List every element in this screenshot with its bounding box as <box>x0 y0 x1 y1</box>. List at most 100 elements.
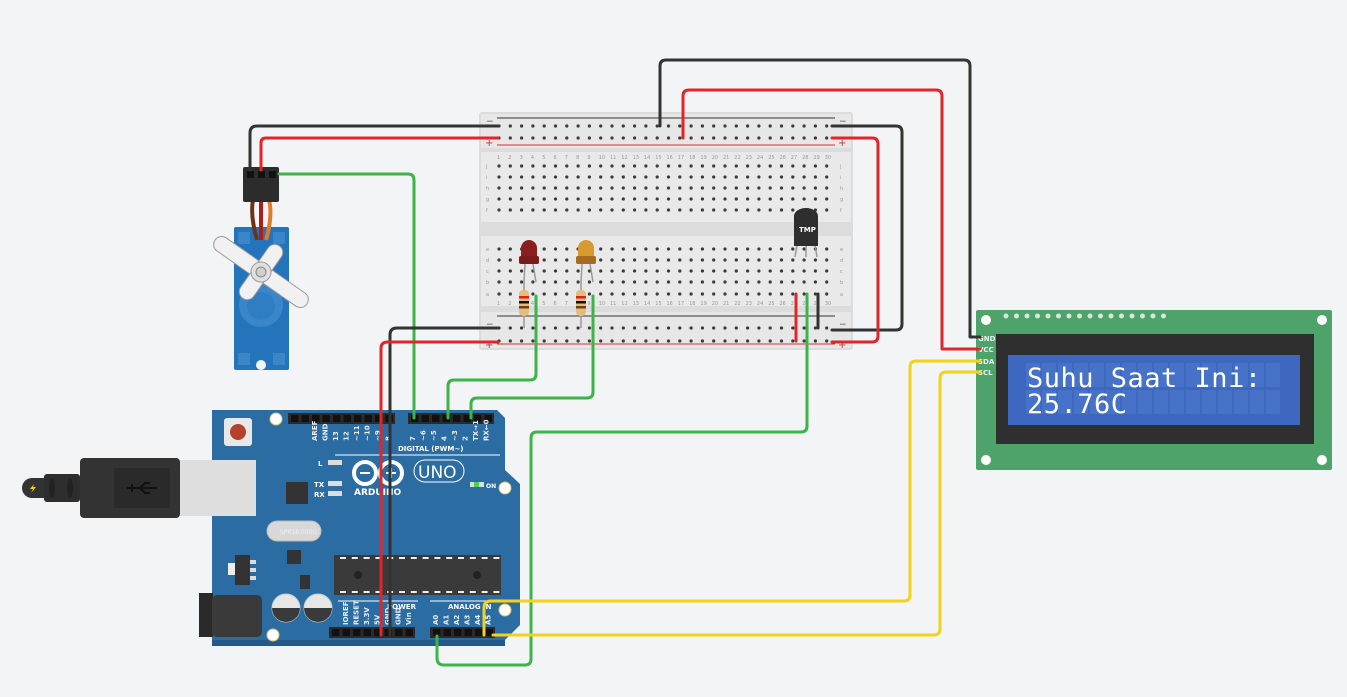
wire-servo-vcc[interactable] <box>259 136 500 172</box>
breadboard-hole[interactable] <box>621 175 625 179</box>
breadboard-hole[interactable] <box>633 258 637 262</box>
breadboard-hole[interactable] <box>553 258 558 262</box>
breadboard-hole[interactable] <box>599 164 603 168</box>
header-pin[interactable] <box>405 629 414 636</box>
breadboard-hole[interactable] <box>599 247 603 251</box>
lcd-pin-scl[interactable]: SCL <box>978 369 993 377</box>
rail-hole[interactable] <box>666 339 671 343</box>
breadboard-hole[interactable] <box>655 175 659 179</box>
breadboard-hole[interactable] <box>666 208 671 212</box>
breadboard-hole[interactable] <box>542 247 546 251</box>
rail-hole[interactable] <box>768 326 772 330</box>
rail-hole[interactable] <box>508 136 512 140</box>
breadboard-hole[interactable] <box>531 280 535 284</box>
breadboard-hole[interactable] <box>779 186 784 190</box>
breadboard-hole[interactable] <box>779 258 784 262</box>
header-pin[interactable] <box>484 415 493 422</box>
header-pin[interactable] <box>375 415 383 422</box>
wire-lcd-vcc[interactable] <box>681 88 982 351</box>
rail-hole[interactable] <box>508 124 512 128</box>
wire-red-led-signal[interactable] <box>446 294 538 420</box>
yellow-led[interactable] <box>576 240 596 283</box>
breadboard-hole[interactable] <box>700 197 705 201</box>
rail-hole[interactable] <box>531 326 535 330</box>
breadboard-hole[interactable] <box>734 258 738 262</box>
breadboard-hole[interactable] <box>542 208 546 212</box>
breadboard-hole[interactable] <box>791 292 795 296</box>
rail-hole[interactable] <box>779 326 784 330</box>
breadboard-hole[interactable] <box>757 247 761 251</box>
breadboard-hole[interactable] <box>779 247 784 251</box>
breadboard-hole[interactable] <box>666 247 671 251</box>
breadboard-hole[interactable] <box>610 292 614 296</box>
rail-hole[interactable] <box>621 326 625 330</box>
breadboard-hole[interactable] <box>542 175 546 179</box>
breadboard-hole[interactable] <box>791 175 795 179</box>
header-pin[interactable] <box>421 415 430 422</box>
wire-rail-bridge-vcc[interactable] <box>830 136 880 344</box>
breadboard-hole[interactable] <box>768 247 772 251</box>
rail-hole[interactable] <box>825 124 829 128</box>
breadboard-hole[interactable] <box>689 292 693 296</box>
header-pin[interactable] <box>364 415 373 422</box>
breadboard-hole[interactable] <box>644 292 648 296</box>
breadboard-hole[interactable] <box>791 258 795 262</box>
breadboard-hole[interactable] <box>531 292 535 296</box>
breadboard-hole[interactable] <box>553 186 558 190</box>
breadboard-hole[interactable] <box>565 186 569 190</box>
header-pin[interactable] <box>442 415 451 422</box>
rail-hole[interactable] <box>655 136 659 140</box>
rail-hole[interactable] <box>712 339 716 343</box>
rail-hole[interactable] <box>746 136 750 140</box>
breadboard-hole[interactable] <box>746 280 750 284</box>
breadboard-hole[interactable] <box>768 186 772 190</box>
breadboard-hole[interactable] <box>757 292 761 296</box>
rail-hole[interactable] <box>712 326 716 330</box>
rail-hole[interactable] <box>689 339 693 343</box>
rail-hole[interactable] <box>791 339 795 343</box>
breadboard-hole[interactable] <box>644 175 648 179</box>
breadboard-hole[interactable] <box>520 269 524 273</box>
rail-hole[interactable] <box>734 326 738 330</box>
breadboard-hole[interactable] <box>497 175 501 179</box>
breadboard-hole[interactable] <box>599 197 603 201</box>
breadboard-hole[interactable] <box>553 197 558 201</box>
rail-hole[interactable] <box>768 136 772 140</box>
breadboard-hole[interactable] <box>497 197 501 201</box>
breadboard-hole[interactable] <box>712 208 716 212</box>
breadboard-hole[interactable] <box>587 186 592 190</box>
breadboard-hole[interactable] <box>802 258 806 262</box>
breadboard-hole[interactable] <box>746 247 750 251</box>
rail-hole[interactable] <box>542 326 546 330</box>
rail-hole[interactable] <box>610 124 614 128</box>
breadboard-hole[interactable] <box>610 280 614 284</box>
breadboard-hole[interactable] <box>689 208 693 212</box>
breadboard-hole[interactable] <box>791 186 795 190</box>
breadboard-hole[interactable] <box>531 164 535 168</box>
breadboard-hole[interactable] <box>746 208 750 212</box>
breadboard-hole[interactable] <box>666 269 671 273</box>
rail-hole[interactable] <box>700 136 705 140</box>
breadboard-hole[interactable] <box>779 175 784 179</box>
breadboard-hole[interactable] <box>757 164 761 168</box>
breadboard-hole[interactable] <box>779 197 784 201</box>
breadboard-hole[interactable] <box>565 280 569 284</box>
header-pin[interactable] <box>343 415 352 422</box>
breadboard-hole[interactable] <box>553 247 558 251</box>
breadboard-hole[interactable] <box>666 197 671 201</box>
rail-hole[interactable] <box>565 339 569 343</box>
breadboard-hole[interactable] <box>712 247 716 251</box>
breadboard-hole[interactable] <box>576 197 580 201</box>
breadboard-hole[interactable] <box>825 247 829 251</box>
usb-cable[interactable] <box>22 458 180 518</box>
breadboard-hole[interactable] <box>746 269 750 273</box>
wire-lcd-gnd[interactable] <box>658 58 982 339</box>
breadboard-hole[interactable] <box>746 292 750 296</box>
rail-hole[interactable] <box>644 339 648 343</box>
rail-hole[interactable] <box>542 124 546 128</box>
breadboard-hole[interactable] <box>825 208 829 212</box>
rail-hole[interactable] <box>734 124 738 128</box>
breadboard-hole[interactable] <box>497 258 501 262</box>
rail-hole[interactable] <box>655 326 659 330</box>
breadboard-hole[interactable] <box>542 197 546 201</box>
